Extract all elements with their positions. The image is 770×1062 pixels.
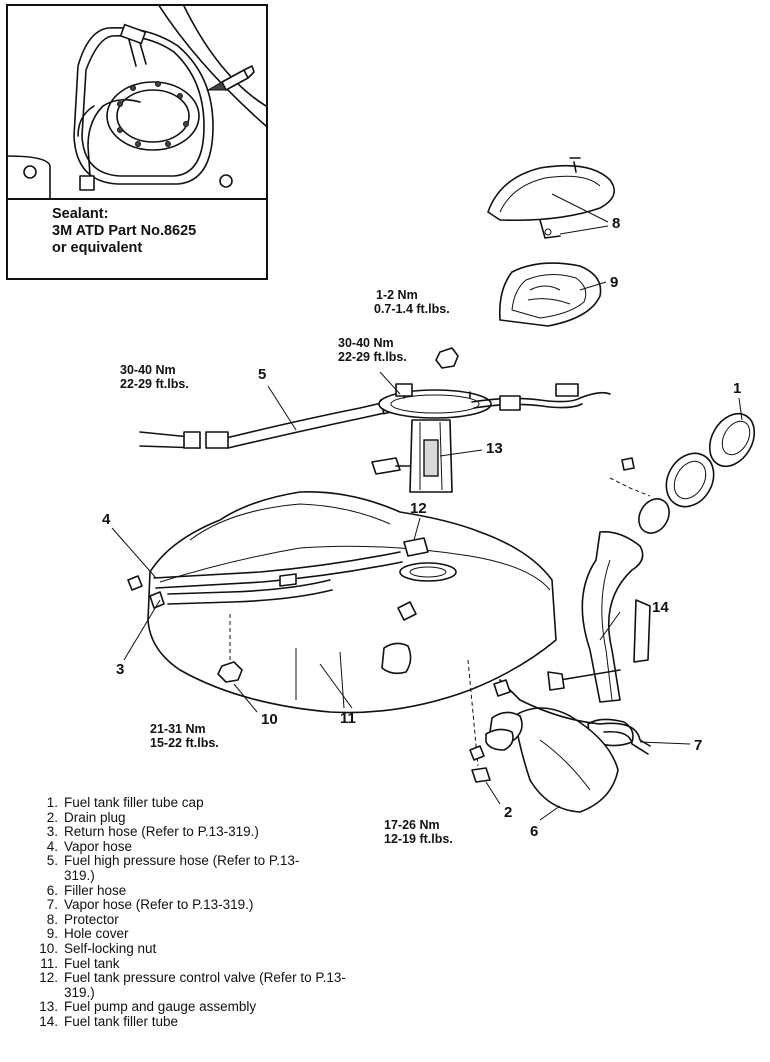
callout-8: 8 (612, 215, 621, 232)
callout-3: 3 (116, 661, 125, 678)
parts-legend: 1.Fuel tank filler tube cap 2.Drain plug… (32, 795, 394, 1030)
callout-9: 9 (610, 274, 619, 291)
high-pressure-hose-drawing (139, 394, 403, 449)
pressure-valve-drawing (403, 537, 429, 557)
legend-item: 8.Protector (46, 911, 119, 927)
sealant-equivalent: or equivalent (52, 240, 143, 256)
self-locking-nut-drawing (217, 661, 243, 683)
sealant-inset: Sealant: 3M ATD Part No.8625 or equivale… (6, 4, 268, 280)
callout-14: 14 (652, 599, 669, 616)
callout-10: 10 (261, 711, 278, 728)
sealant-label: Sealant: (52, 206, 109, 222)
legend-item: 1.Fuel tank filler tube cap (46, 795, 204, 810)
legend-item: 10.Self-locking nut (39, 940, 157, 956)
drain-plug-drawing (467, 659, 491, 783)
legend-item: 4.Vapor hose (46, 838, 133, 854)
callout-12: 12 (410, 500, 427, 517)
fuel-tank-drawing (147, 491, 557, 714)
callout-4: 4 (102, 511, 111, 528)
tank-hoses-drawing (127, 551, 403, 609)
torque-pump-fitting: 30-40 Nm 22-29 ft.lbs. (338, 336, 407, 364)
fuel-pump-drawing (371, 383, 611, 493)
cover-nut-drawing (435, 347, 459, 369)
torque-cover-nut: 1-2 Nm 0.7-1.4 ft.lbs. (374, 288, 450, 316)
callout-6: 6 (530, 823, 539, 840)
torque-drain-plug: 17-26 Nm 12-19 ft.lbs. (384, 818, 453, 846)
callout-2: 2 (504, 804, 513, 821)
torque-hose-fitting: 30-40 Nm 22-29 ft.lbs. (120, 363, 189, 391)
callout-13: 13 (486, 440, 503, 457)
legend-item: 11.Fuel tank (40, 955, 120, 971)
legend-item: 5.Fuel high pressure hose (Refer to P.13… (46, 853, 300, 883)
callout-1: 1 (733, 380, 742, 397)
legend-item: 2.Drain plug (46, 809, 126, 825)
inset-drawing (8, 6, 266, 200)
legend-item: 12.Fuel tank pressure control valve (Ref… (39, 970, 346, 1000)
sealant-note: Sealant: 3M ATD Part No.8625 or equivale… (52, 206, 196, 257)
legend-item: 14.Fuel tank filler tube (39, 1013, 179, 1029)
filler-hose-drawing (485, 679, 651, 813)
sealant-part-number: 3M ATD Part No.8625 (52, 223, 197, 239)
legend-item: 3.Return hose (Refer to P.13-319.) (46, 824, 259, 840)
torque-self-locking-nut: 21-31 Nm 15-22 ft.lbs. (150, 722, 219, 750)
legend-item: 13.Fuel pump and gauge assembly (39, 999, 257, 1015)
legend-item: 7.Vapor hose (Refer to P.13-319.) (46, 897, 254, 913)
filler-cap-drawing (609, 412, 756, 534)
leader-lines (111, 193, 743, 821)
callout-7: 7 (694, 737, 703, 754)
hole-cover-drawing (498, 262, 602, 327)
legend-item: 9.Hole cover (46, 926, 129, 942)
legend-item: 6.Filler hose (46, 882, 127, 898)
callout-11: 11 (340, 710, 356, 727)
protector-drawing (487, 157, 616, 239)
callout-5: 5 (258, 366, 267, 383)
